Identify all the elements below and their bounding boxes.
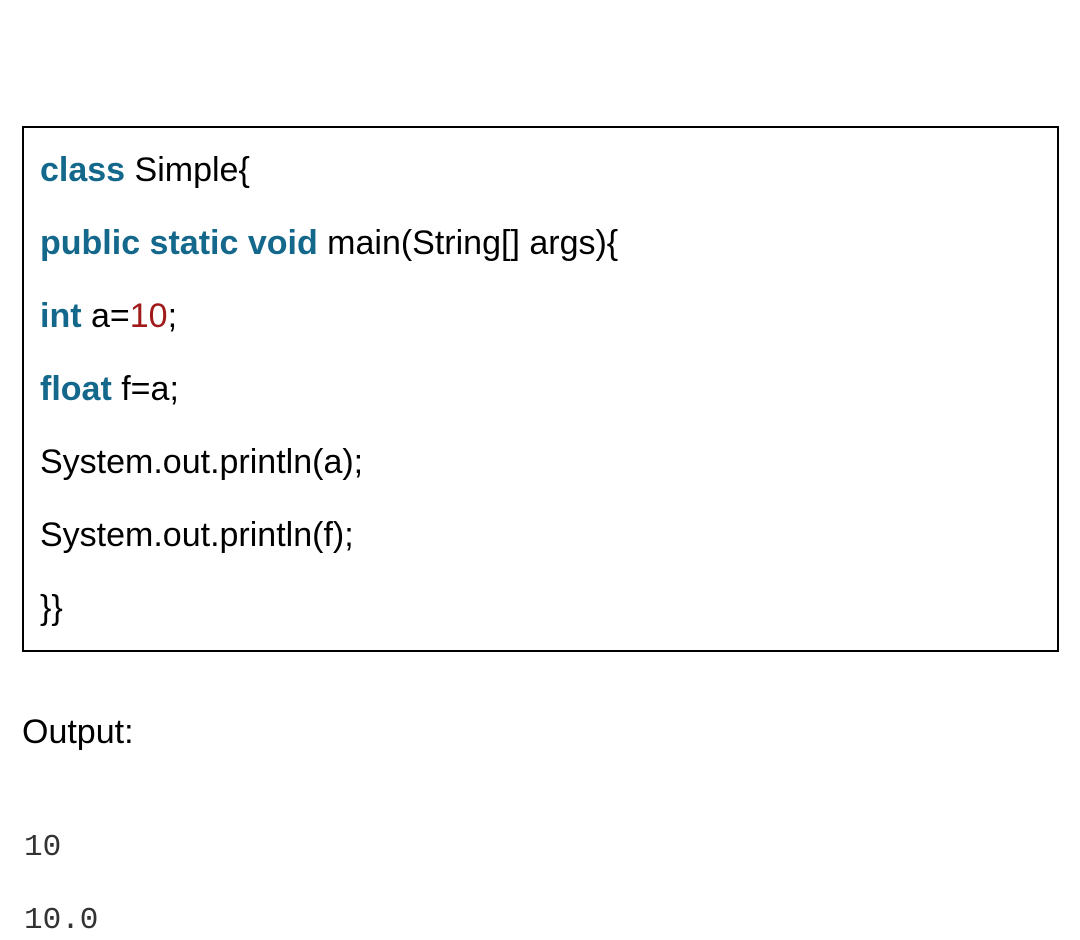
code-text: f=a; bbox=[111, 370, 179, 408]
keyword: public static void bbox=[40, 224, 318, 262]
code-line-1: class Simple{ bbox=[40, 150, 250, 190]
code-line-4: float f=a; bbox=[40, 369, 179, 409]
code-text: main(String[] args){ bbox=[317, 224, 619, 262]
output-line-1: 10 bbox=[24, 830, 62, 865]
code-text: a= bbox=[81, 297, 130, 335]
code-line-6: System.out.println(f); bbox=[40, 516, 354, 554]
code-line-2: public static void main(String[] args){ bbox=[40, 223, 618, 263]
code-line-3: int a=10; bbox=[40, 296, 177, 336]
code-block: class Simple{ public static void main(St… bbox=[22, 126, 1059, 652]
code-text: Simple{ bbox=[125, 151, 250, 189]
code-line-7: }} bbox=[40, 589, 63, 627]
keyword: float bbox=[40, 370, 112, 408]
output-label: Output: bbox=[22, 713, 134, 751]
code-text: ; bbox=[167, 297, 178, 335]
output-line-2: 10.0 bbox=[24, 903, 99, 938]
code-line-5: System.out.println(a); bbox=[40, 443, 364, 481]
keyword: int bbox=[40, 297, 82, 335]
keyword: class bbox=[40, 151, 126, 189]
number-literal: 10 bbox=[129, 297, 168, 335]
